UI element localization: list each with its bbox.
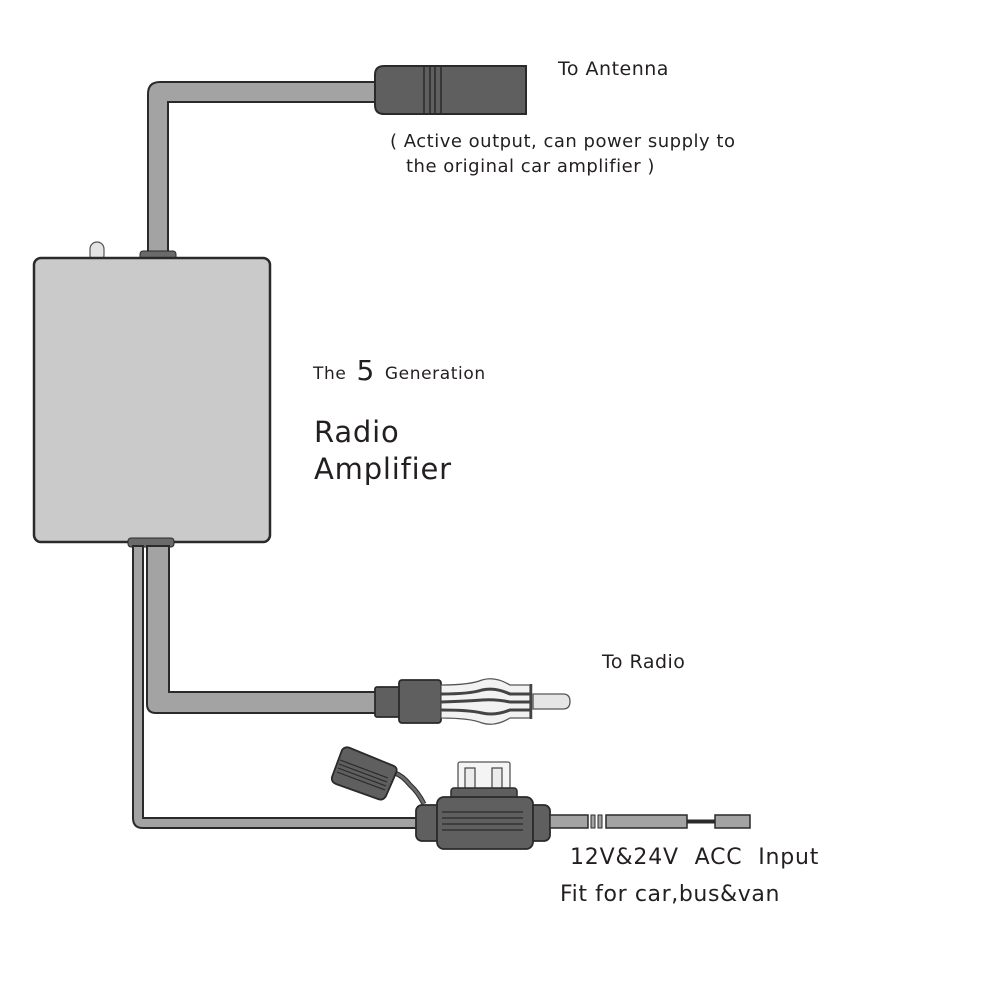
- product-title-line1: Radio: [314, 415, 400, 449]
- fuse-holder: [415, 787, 551, 850]
- product-title-line2: Amplifier: [314, 452, 452, 486]
- antenna-cable: [147, 81, 381, 257]
- product-title: Radio Amplifier: [314, 414, 452, 488]
- radio-cable: [146, 545, 379, 714]
- power-wire: [549, 814, 751, 829]
- antenna-note-line2: the original car amplifier ): [406, 156, 655, 177]
- antenna-note-line1: ( Active output, can power supply to: [390, 131, 736, 152]
- radio-plug: [374, 678, 571, 725]
- fuse-cap: [330, 746, 427, 806]
- antenna-note: ( Active output, can power supply to the…: [390, 129, 735, 179]
- fit-for-label: Fit for car,bus&van: [560, 882, 781, 907]
- power-cable: [132, 545, 419, 829]
- power-input-label: 12V&24V ACC Input: [570, 845, 820, 870]
- amplifier-box: [32, 256, 272, 544]
- generation-number: 5: [356, 354, 375, 387]
- generation-label: The 5 Generation: [313, 354, 486, 387]
- to-radio-label: To Radio: [602, 651, 686, 673]
- generation-prefix: The: [313, 364, 347, 384]
- antenna-connector: [374, 65, 527, 115]
- to-antenna-label: To Antenna: [558, 58, 669, 80]
- generation-suffix: Generation: [384, 364, 486, 384]
